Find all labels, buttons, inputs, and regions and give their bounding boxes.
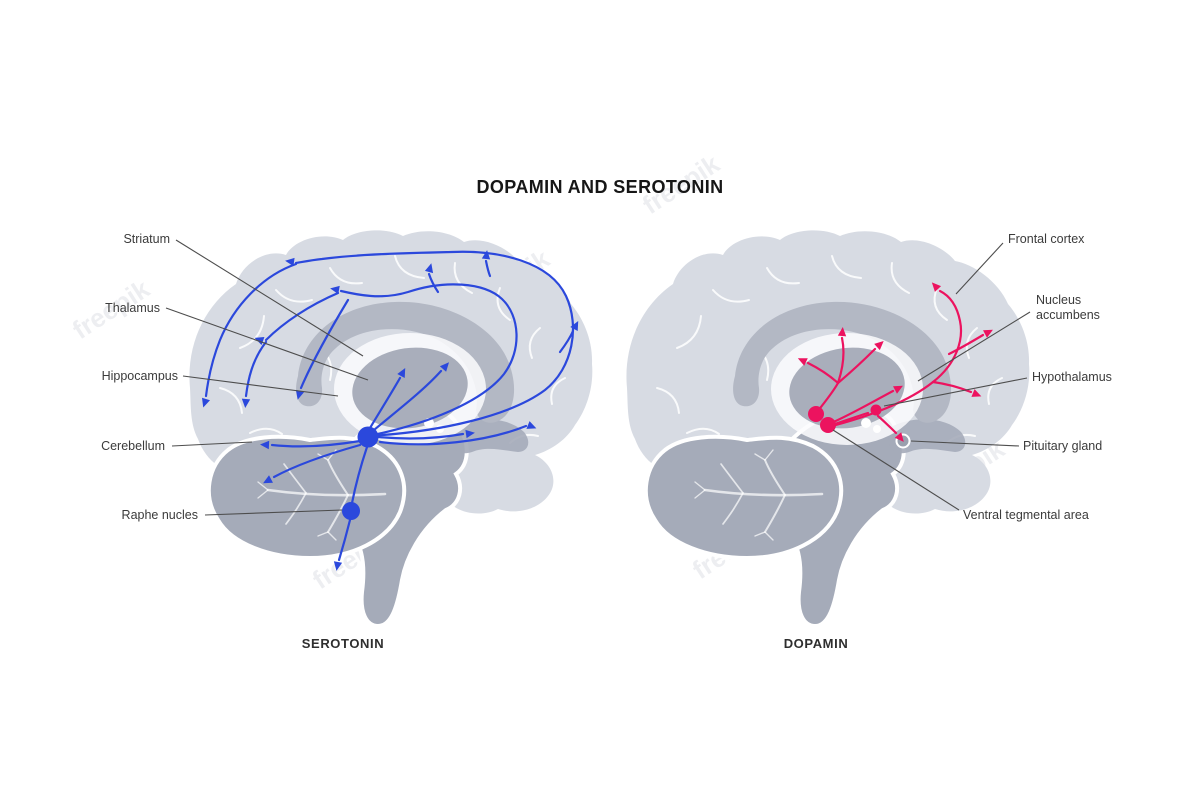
label-pituitary-gland: Pituitary gland [1023, 439, 1103, 453]
dopamine-caption: DOPAMIN [783, 636, 849, 651]
vta-node [808, 406, 824, 422]
serotonin-caption: SEROTONIN [301, 636, 385, 651]
label-nucleus-accumbens: Nucleus accumbens [1036, 293, 1100, 322]
dopamine-pathways [796, 279, 995, 445]
raphe-nucleus-node [357, 426, 379, 448]
substantia-nigra-node [820, 417, 836, 433]
hypothalamus-node [870, 404, 882, 416]
raphe-nucleus-node [342, 502, 360, 520]
label-lines [165, 239, 1031, 516]
label-hypothalamus: Hypothalamus [1032, 370, 1112, 384]
label-hippocampus: Hippocampus [101, 369, 178, 383]
label-striatum: Striatum [123, 232, 170, 246]
diagram-title: DOPAMIN AND SEROTONIN [476, 177, 724, 197]
label-raphe-nucleus: Raphe nucles [121, 508, 198, 522]
label-thalamus: Thalamus [105, 301, 160, 315]
label-cerebellum: Cerebellum [101, 439, 165, 453]
serotonin-pathways [199, 249, 582, 572]
label-frontal-cortex: Frontal cortex [1008, 232, 1085, 246]
label-ventral-tegmental-area: Ventral tegmental area [963, 508, 1089, 522]
